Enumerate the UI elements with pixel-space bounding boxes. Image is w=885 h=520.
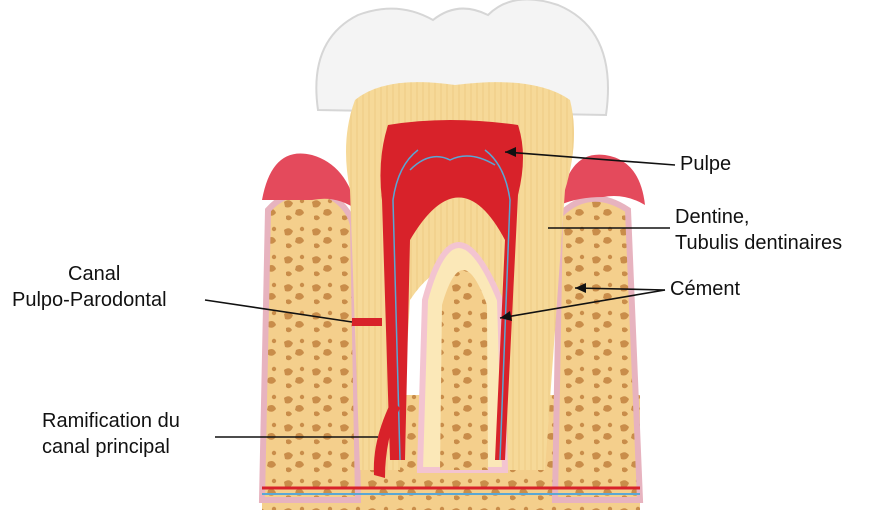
label-canal-1: Canal bbox=[68, 263, 120, 286]
right-bone bbox=[555, 199, 640, 500]
label-cement: Cément bbox=[670, 278, 740, 301]
label-dentine-1: Dentine, bbox=[675, 206, 750, 229]
pulpo-periodontal-canal bbox=[352, 318, 382, 326]
label-pulpe: Pulpe bbox=[680, 153, 731, 176]
label-canal-2: Pulpo-Parodontal bbox=[12, 289, 167, 312]
label-dentine-2: Tubulis dentinaires bbox=[675, 232, 842, 255]
label-ramification-2: canal principal bbox=[42, 436, 170, 459]
left-bone bbox=[262, 192, 358, 500]
label-ramification-1: Ramification du bbox=[42, 410, 180, 433]
